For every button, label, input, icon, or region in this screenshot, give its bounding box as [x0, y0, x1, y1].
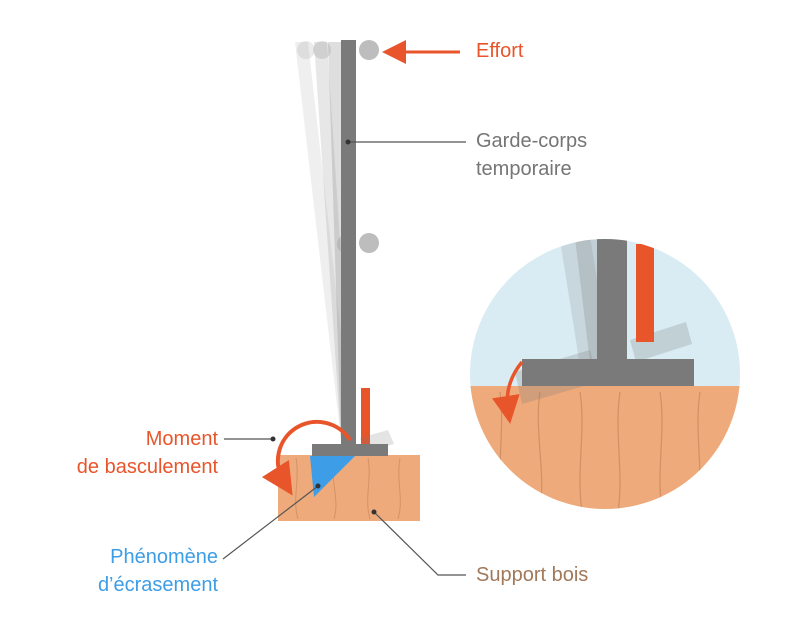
wood-support	[278, 455, 420, 521]
effort-label: Effort	[476, 40, 524, 62]
moment-label-line1: Moment	[145, 428, 218, 450]
zoom-detail	[470, 239, 740, 509]
moment-arrow	[261, 419, 352, 496]
orange-bar	[361, 388, 370, 448]
support-bois-label: Support bois	[476, 564, 589, 586]
phenomene-leader	[222, 485, 319, 560]
phenomene-label-line1: Phénomène	[110, 546, 218, 568]
zoom-moment-arrow	[492, 360, 524, 424]
garde-corps-label-line2: temporaire	[476, 158, 572, 180]
crush-triangle	[310, 456, 355, 497]
moment-label-line2: de basculement	[76, 456, 218, 478]
phenomene-label-line2: d’écrasement	[97, 574, 218, 596]
middle-rail-knob	[359, 233, 379, 253]
guardrail-post	[341, 40, 356, 445]
top-rail-knob	[359, 40, 379, 60]
base-plate	[312, 444, 388, 456]
support-leader	[373, 511, 466, 576]
garde-corps-label-line1: Garde-corps	[476, 130, 588, 152]
